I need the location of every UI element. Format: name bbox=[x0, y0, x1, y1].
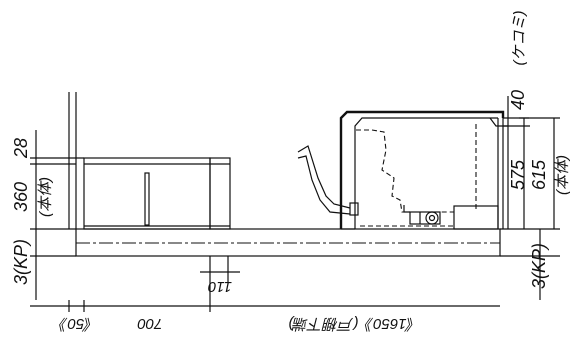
dim-700: 700 bbox=[137, 315, 163, 332]
dim-360-body: (本体) bbox=[37, 177, 54, 217]
dim-kp-right: 3(KP) bbox=[529, 243, 549, 289]
dim-1650: 《1650》(戸棚下端) bbox=[288, 315, 421, 332]
countertop-slab bbox=[75, 228, 560, 257]
dim-40: 40 bbox=[508, 90, 528, 110]
dim-615: 615 bbox=[529, 159, 549, 190]
dim-110: 110 bbox=[207, 278, 232, 295]
dim-50: 《50》 bbox=[53, 315, 100, 332]
right-dimension-lines bbox=[503, 96, 560, 300]
dim-28: 28 bbox=[11, 138, 31, 159]
left-reference-lines bbox=[30, 92, 84, 300]
cooktop-unit bbox=[83, 157, 231, 230]
dim-kekomi: (ケコミ) bbox=[511, 11, 528, 66]
bottom-dimension-lines bbox=[30, 256, 500, 312]
dim-575: 575 bbox=[508, 159, 528, 190]
sink-cabinet bbox=[297, 110, 508, 230]
dim-615-body: (本体) bbox=[554, 155, 571, 195]
dim-kp-left: 3(KP) bbox=[11, 239, 31, 285]
dim-360: 360 bbox=[11, 182, 31, 212]
